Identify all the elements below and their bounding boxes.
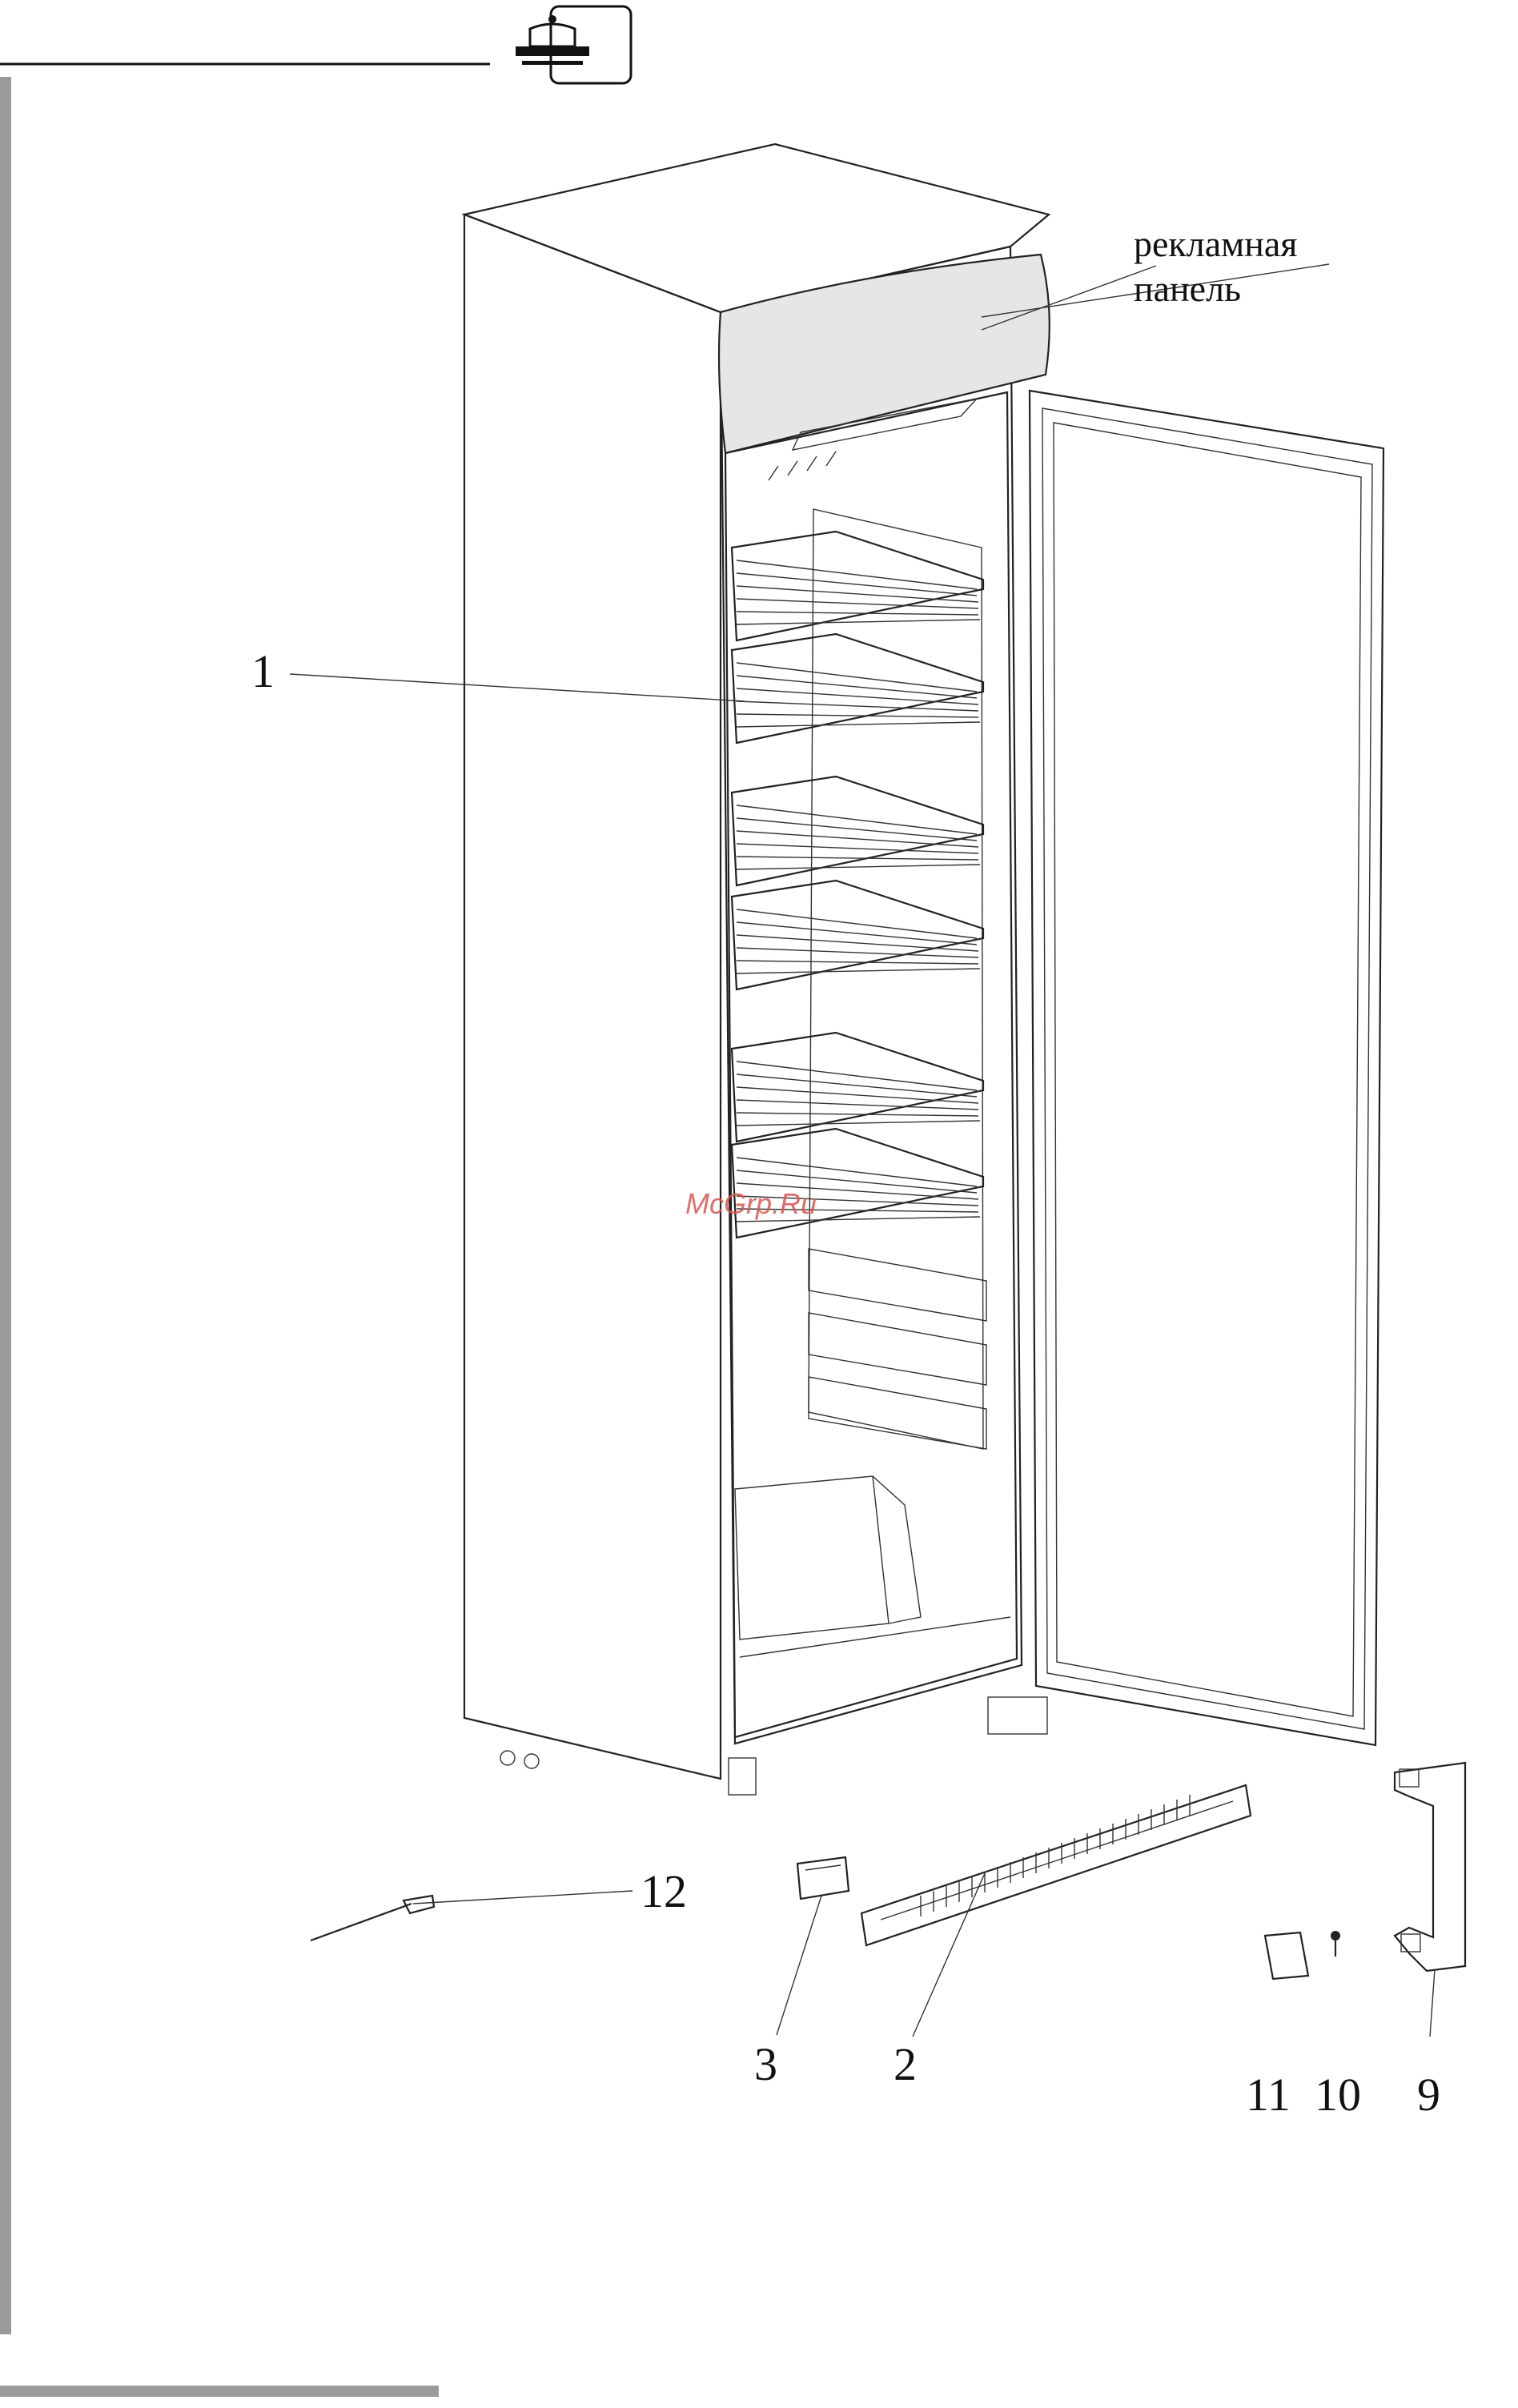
wire-shelves [732, 532, 983, 1238]
grille-slots [921, 1795, 1190, 1916]
callout-label-12: 12 [641, 1865, 687, 1917]
callout-label-10: 10 [1315, 2069, 1361, 2121]
kickplate-grille [861, 1785, 1251, 1945]
watermark: McGrp.Ru [685, 1187, 817, 1220]
cover-plate [1265, 1932, 1308, 1979]
ad-panel-label-line2: панель [1134, 268, 1241, 309]
callout-label-11: 11 [1246, 2069, 1291, 2121]
plinth-clip [797, 1857, 849, 1899]
shelf [732, 1033, 983, 1142]
ad-panel-label-line1: рекламная [1134, 223, 1297, 264]
shelf [732, 881, 983, 989]
shelf [732, 777, 983, 885]
callout-label-9: 9 [1417, 2069, 1440, 2121]
temperature-probe [311, 1896, 434, 1940]
leader-lines [290, 266, 1435, 2037]
interior [735, 509, 1010, 1657]
callout-label-3: 3 [754, 2038, 777, 2090]
callout-label-2: 2 [894, 2038, 917, 2090]
shelf [732, 634, 983, 743]
cake-stand-icon [516, 6, 631, 83]
header [0, 6, 631, 83]
shelf [732, 532, 983, 640]
left-side-rule [0, 77, 11, 2334]
bottom-bar [0, 2386, 439, 2397]
glass-door [1030, 391, 1383, 1745]
vent-slots [769, 451, 836, 480]
shelf [732, 1129, 983, 1238]
door-bracket [1395, 1763, 1465, 1971]
screw [1331, 1931, 1340, 1956]
callout-label-1: 1 [251, 645, 275, 697]
